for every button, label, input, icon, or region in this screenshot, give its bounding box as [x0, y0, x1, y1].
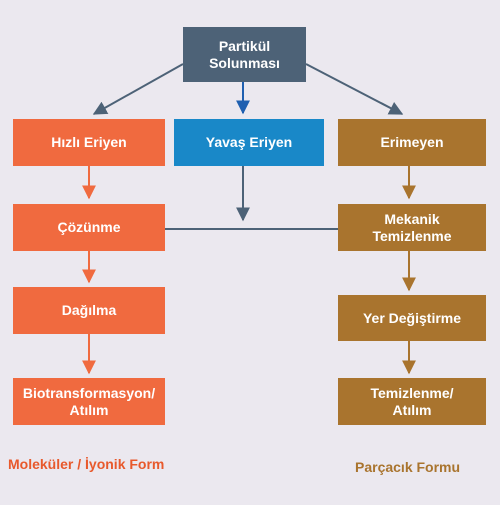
node-translocation: Yer Değiştirme [338, 295, 486, 341]
node-distribution: Dağılma [13, 287, 165, 334]
node-distribution-label: Dağılma [61, 302, 117, 318]
arrow-root-to-insoluble [305, 63, 404, 115]
node-biotransformation-excretion: Biotransformasyon/ Atılım [13, 378, 165, 425]
arrow-root-to-fast [92, 63, 184, 115]
node-slow-dissolving-label: Yavaş Eriyen [205, 134, 293, 150]
node-insoluble-label: Erimeyen [380, 134, 444, 150]
node-mechanical-clearance-label: Mekanik Temizlenme [372, 210, 452, 244]
root-node-particle-inhalation: Partikül Solunması [183, 27, 306, 82]
node-dissolution-label: Çözünme [57, 219, 121, 235]
node-slow-dissolving: Yavaş Eriyen [174, 119, 324, 166]
node-fast-dissolving-label: Hızlı Eriyen [51, 134, 127, 150]
node-insoluble: Erimeyen [338, 119, 486, 166]
node-fast-dissolving: Hızlı Eriyen [13, 119, 165, 166]
node-clearance-excretion: Temizlenme/ Atılım [338, 378, 486, 425]
root-node-label: Partikül Solunması [209, 37, 280, 71]
node-mechanical-clearance: Mekanik Temizlenme [338, 204, 486, 251]
node-clearance-excretion-label: Temizlenme/ Atılım [370, 384, 454, 418]
caption-particle-form: Parçacık Formu [355, 459, 461, 475]
caption-molecular-ionic-form: Moleküler / İyonik Form [8, 456, 165, 472]
node-biotransformation-excretion-label: Biotransformasyon/ Atılım [22, 384, 156, 418]
node-dissolution: Çözünme [13, 204, 165, 251]
node-translocation-label: Yer Değiştirme [362, 309, 462, 326]
